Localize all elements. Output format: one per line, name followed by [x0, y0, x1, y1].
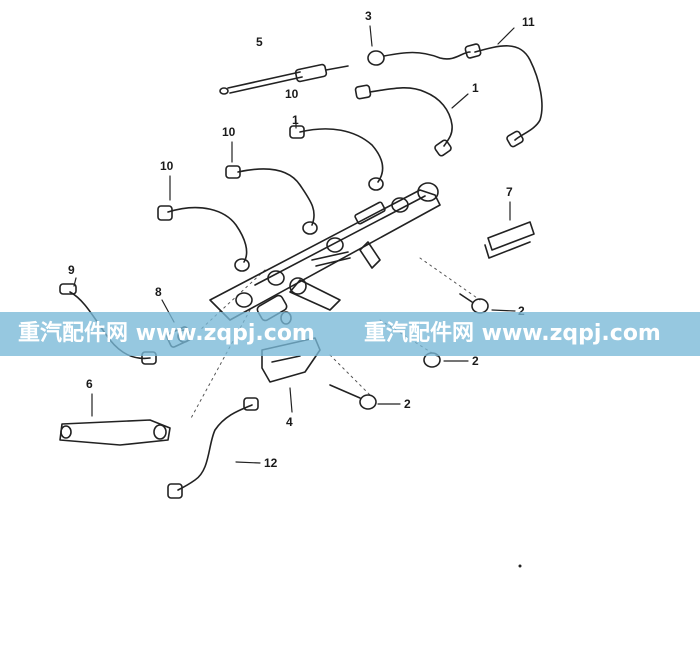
callout-2-mid: 2 [472, 354, 479, 368]
nut-2-lower [359, 394, 377, 410]
callout-8: 8 [155, 285, 162, 299]
callout-10-mid: 10 [222, 125, 236, 139]
nut-2-upper [471, 298, 489, 314]
pipe-10-leftmid [237, 168, 315, 226]
callout-2-lower: 2 [404, 397, 411, 411]
callout-4: 4 [286, 415, 293, 429]
leader-arrows [73, 25, 516, 464]
callout-1-mid: 1 [292, 113, 299, 127]
callout-10-top: 10 [285, 87, 299, 101]
watermark-text-left: 重汽配件网 www.zqpj.com [18, 321, 315, 346]
connector-5 [219, 63, 349, 95]
pipe-12 [177, 404, 253, 491]
callout-1: 1 [472, 81, 479, 95]
pipe-10-mid [299, 128, 384, 183]
pipe-11 [474, 45, 543, 141]
callout-2-upper: 2 [518, 304, 525, 318]
callout-5: 5 [256, 35, 263, 49]
callout-3: 3 [365, 9, 372, 23]
bracket-6 [59, 419, 171, 446]
watermark-text-right: 重汽配件网 www.zqpj.com [364, 321, 661, 346]
nut-3 [367, 50, 385, 66]
callout-10-left: 10 [160, 159, 174, 173]
insert-7 [484, 221, 535, 259]
callout-11: 11 [522, 15, 535, 29]
callout-6: 6 [86, 377, 93, 391]
watermark-banner: 重汽配件网 www.zqpj.com 重汽配件网 www.zqpj.com [0, 312, 700, 356]
pipe-1 [369, 87, 453, 147]
pipe-10-left [167, 206, 248, 263]
fuel-rail-body [209, 182, 441, 321]
callout-7: 7 [506, 185, 513, 199]
callout-12: 12 [264, 456, 278, 470]
callout-9: 9 [68, 263, 75, 277]
